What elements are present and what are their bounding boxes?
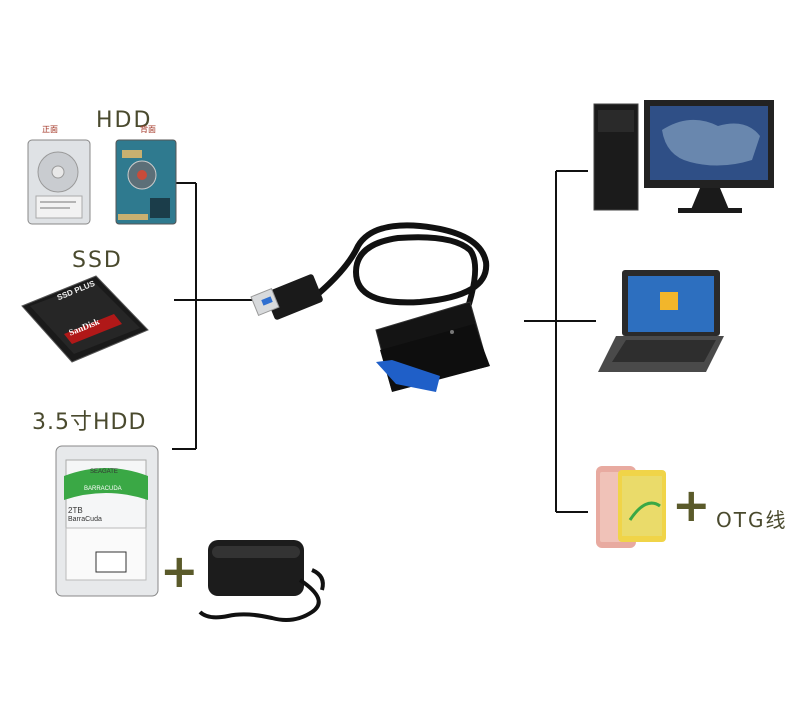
hdd-front-image xyxy=(27,139,91,225)
laptop-image xyxy=(598,270,724,372)
ssd-label: SSD xyxy=(72,248,123,273)
hdd35-label: 3.5寸HDD xyxy=(32,410,147,435)
sata-usb-adapter-image xyxy=(250,222,490,392)
hdd-label: HDD xyxy=(96,108,153,133)
hdd-back-image xyxy=(115,139,177,225)
plus-otg-icon: + xyxy=(672,478,711,532)
right-connector-lines xyxy=(524,170,596,513)
hdd-name-text: BarraCuda xyxy=(68,516,102,523)
hdd-capacity-text: 2TB xyxy=(68,506,83,515)
hdd-model-text: BARRACUDA xyxy=(84,486,122,492)
left-connector-lines xyxy=(172,182,258,450)
hdd-brand-text: SEAGATE xyxy=(90,469,118,475)
plus-power-icon: + xyxy=(160,544,199,598)
hdd35-image xyxy=(55,445,159,597)
otg-cable-label: OTG线 xyxy=(716,508,788,532)
hdd-front-caption: 正面 xyxy=(42,125,58,134)
power-adapter-image xyxy=(198,540,325,622)
desktop-computer-image xyxy=(593,100,774,213)
tablet-image xyxy=(618,470,666,542)
hdd-back-caption: 背面 xyxy=(140,125,156,134)
ssd-image xyxy=(21,275,149,363)
